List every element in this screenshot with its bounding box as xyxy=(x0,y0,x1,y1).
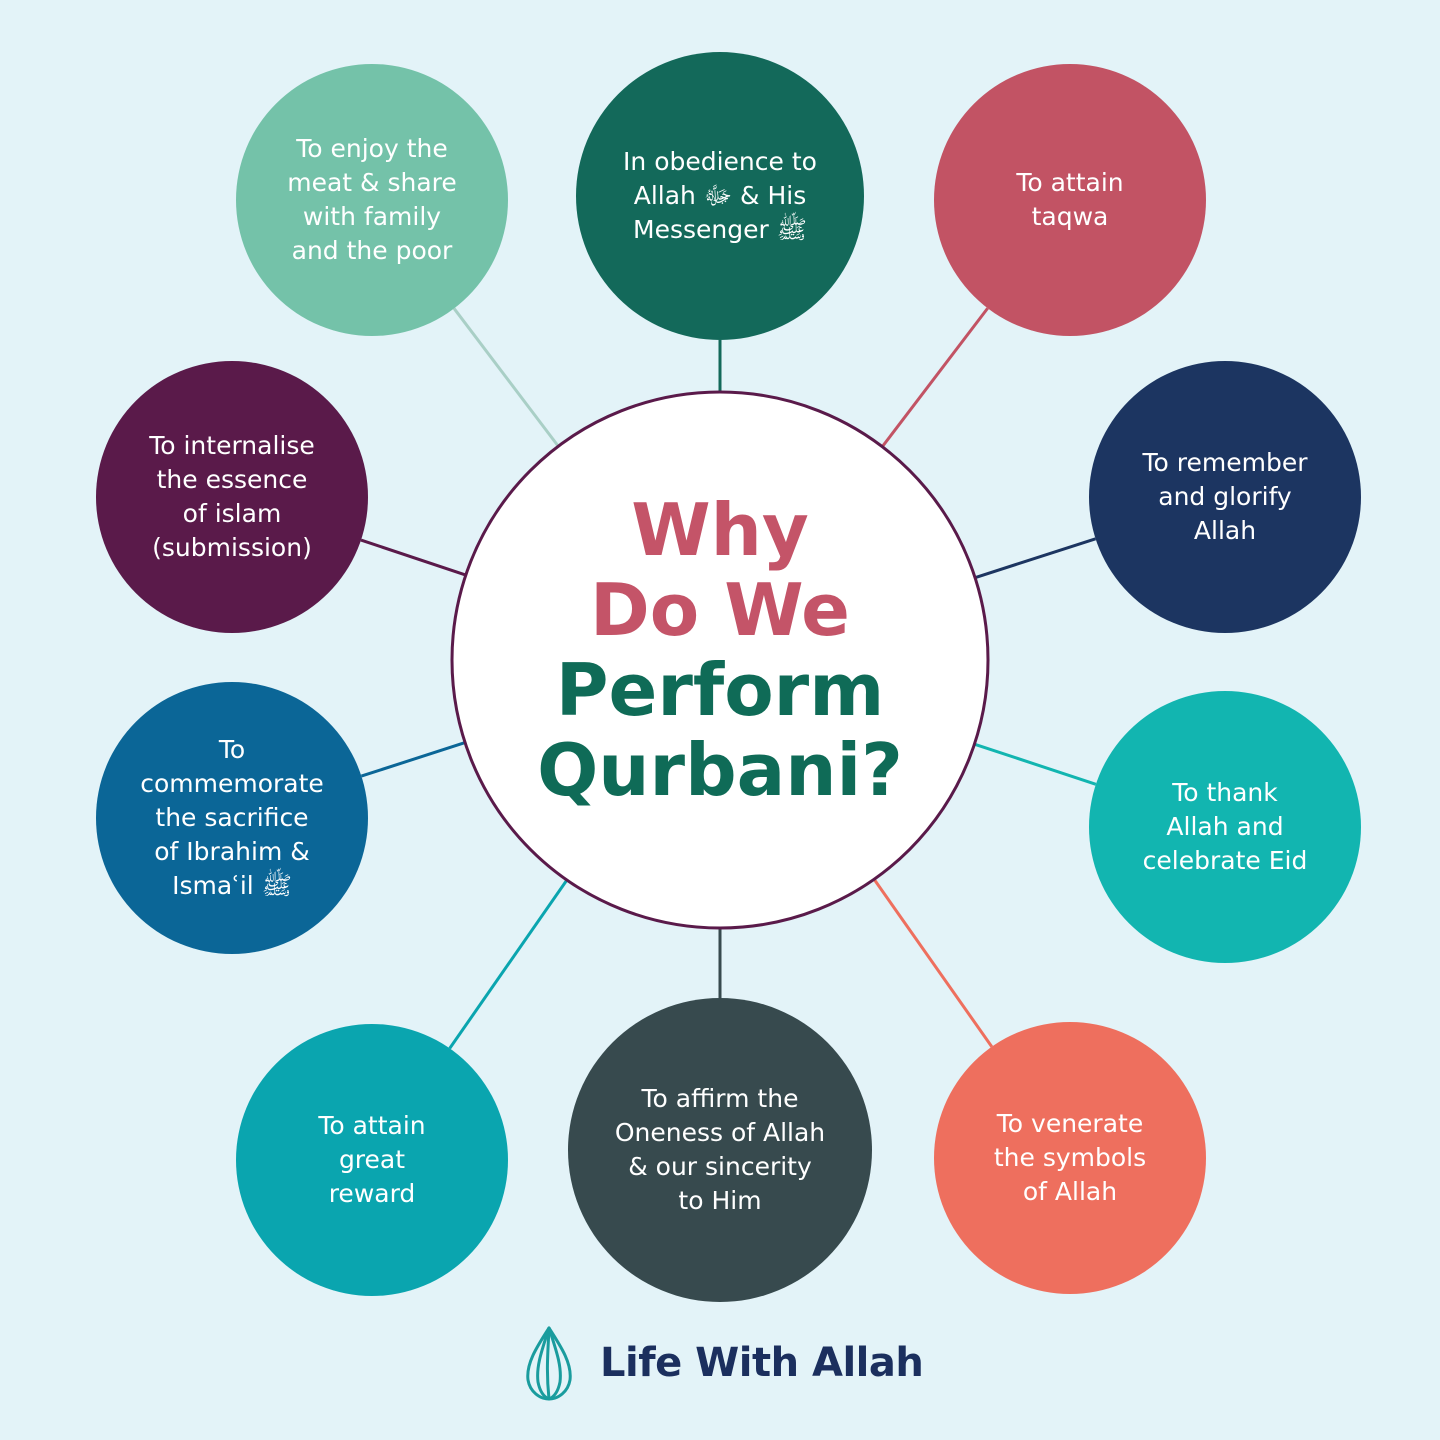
node-label-text: To thank Allah and celebrate Eid xyxy=(1142,778,1308,875)
connector-top-left xyxy=(452,307,560,448)
node-label-text: To attain great reward xyxy=(318,1111,426,1208)
hub-title-line-why: Why xyxy=(631,488,809,572)
node-label-text: To venerate the symbols of Allah xyxy=(993,1109,1147,1206)
node-label-text: To commemorate the sacrifice of Ibrahim … xyxy=(140,735,324,900)
node-label-left-upper: To internalise the essence of islam (sub… xyxy=(116,361,348,633)
node-circle-right-lower xyxy=(1089,691,1361,963)
node-label-text: To enjoy the meat & share with family an… xyxy=(287,134,457,265)
hub-title-line-perform: Perform xyxy=(555,648,885,732)
node-circle-right-upper xyxy=(1089,361,1361,633)
node-label-text: In obedience to Allah ﷻ & His Messenger … xyxy=(623,147,817,244)
hub-title-line-do-we: Do We xyxy=(590,568,850,652)
leaf-drop-icon xyxy=(526,1326,572,1401)
node-circle-bottom xyxy=(568,998,872,1302)
node-label-right-upper: To remember and glorify Allah xyxy=(1109,361,1341,633)
node-label-text: To internalise the essence of islam (sub… xyxy=(149,431,315,562)
node-label-text: To remember and glorify Allah xyxy=(1142,448,1308,545)
logo-text: Life With Allah xyxy=(600,1340,924,1386)
node-label-top-right: To attain taqwa xyxy=(954,64,1186,336)
node-label-top: In obedience to Allah ﷻ & His Messenger … xyxy=(596,52,844,340)
connector-top-right xyxy=(881,307,989,448)
node-label-right-lower: To thank Allah and celebrate Eid xyxy=(1109,691,1341,963)
node-circle-top xyxy=(576,52,864,340)
node-label-text: To affirm the Oneness of Allah & our sin… xyxy=(614,1084,826,1215)
connector-right-lower xyxy=(973,742,1097,786)
hub-title: Why Do We Perform Qurbani? xyxy=(470,470,970,830)
node-circle-left-upper xyxy=(96,361,368,633)
node-circle-bottom-right xyxy=(934,1022,1206,1294)
hub-circle xyxy=(450,390,990,930)
node-label-bottom-left: To attain great reward xyxy=(256,1024,488,1296)
node-circle-top-right xyxy=(934,64,1206,336)
node-label-left-lower: To commemorate the sacrifice of Ibrahim … xyxy=(116,682,348,954)
node-circle-bottom-left xyxy=(236,1024,508,1296)
logo: Life With Allah xyxy=(520,1318,940,1408)
connector-bottom-left xyxy=(448,879,569,1050)
node-label-bottom: To affirm the Oneness of Allah & our sin… xyxy=(588,998,852,1302)
connector-left-lower xyxy=(360,741,466,778)
node-label-text: To attain taqwa xyxy=(1016,168,1124,231)
node-circle-left-lower xyxy=(96,682,368,954)
node-label-bottom-right: To venerate the symbols of Allah xyxy=(954,1022,1186,1294)
node-circle-top-left xyxy=(236,64,508,336)
node-label-top-left: To enjoy the meat & share with family an… xyxy=(256,64,488,336)
connector-right-upper xyxy=(974,537,1097,580)
connector-left-upper xyxy=(360,538,467,577)
connector-bottom-right xyxy=(872,878,994,1048)
hub-title-line-qurbani: Qurbani? xyxy=(537,728,903,812)
